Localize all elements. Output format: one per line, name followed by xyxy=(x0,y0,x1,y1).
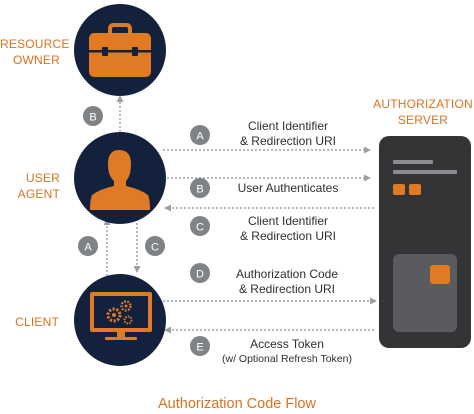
client-label: CLIENT xyxy=(15,315,59,329)
badge-a-vertical: A xyxy=(78,236,98,256)
badge-flow-c: C xyxy=(190,216,210,236)
badge-b-vertical: B xyxy=(83,106,103,126)
briefcase-icon xyxy=(89,23,151,77)
svg-text:A: A xyxy=(196,131,204,143)
server-slot-1 xyxy=(393,160,433,164)
flow-b-text: User Authenticates xyxy=(218,181,358,196)
server-light-2 xyxy=(409,184,421,195)
flow-d-line2: & Redirection URI xyxy=(238,282,336,296)
badge-c-vertical: C xyxy=(145,236,165,256)
user-agent-node xyxy=(74,132,166,224)
authorization-server-label: AUTHORIZATION SERVER xyxy=(370,96,474,128)
user-agent-label: USER AGENT xyxy=(0,170,60,202)
user-agent-label-line2: AGENT xyxy=(17,187,60,201)
resource-owner-node xyxy=(74,4,166,96)
svg-text:E: E xyxy=(196,342,203,354)
flow-c-text: Client Identifier & Redirection URI xyxy=(218,214,358,244)
svg-text:A: A xyxy=(84,242,92,254)
client-node xyxy=(74,274,166,366)
flow-e-line2: (w/ Optional Refresh Token) xyxy=(222,353,352,365)
svg-text:B: B xyxy=(196,184,203,196)
svg-text:C: C xyxy=(151,242,159,254)
server-light-1 xyxy=(393,184,405,195)
authorization-server-node xyxy=(379,136,471,348)
resource-owner-label-line2: OWNER xyxy=(13,53,60,67)
server-panel-light xyxy=(430,265,450,284)
authorization-server-label-line2: SERVER xyxy=(397,113,449,127)
person-icon xyxy=(90,150,150,210)
flow-a-text: Client Identifier & Redirection URI xyxy=(218,119,358,149)
svg-text:B: B xyxy=(89,112,96,124)
badge-flow-b: B xyxy=(190,178,210,198)
flow-d-line1: Authorization Code xyxy=(235,267,339,281)
flow-c-line1: Client Identifier xyxy=(247,214,329,228)
server-slot-2 xyxy=(393,170,457,174)
user-agent-label-line1: USER xyxy=(25,171,60,185)
flow-a-line1: Client Identifier xyxy=(247,119,329,133)
monitor-gears-icon xyxy=(90,292,152,340)
svg-text:D: D xyxy=(196,269,204,281)
resource-owner-label: RESOURCE OWNER xyxy=(0,36,70,68)
flow-b-line1: User Authenticates xyxy=(237,181,339,195)
flow-c-line2: & Redirection URI xyxy=(239,229,337,243)
resource-owner-label-line1: RESOURCE xyxy=(0,37,70,51)
badge-flow-e: E xyxy=(190,336,210,356)
svg-text:C: C xyxy=(196,222,204,234)
flow-e-text: Access Token (w/ Optional Refresh Token) xyxy=(212,337,362,367)
flow-d-text: Authorization Code & Redirection URI xyxy=(212,267,362,297)
badge-flow-a: A xyxy=(190,125,210,145)
flow-a-line2: & Redirection URI xyxy=(239,134,337,148)
diagram-caption: Authorization Code Flow xyxy=(158,396,316,412)
badge-flow-d: D xyxy=(190,263,210,283)
flow-e-line1: Access Token xyxy=(250,337,324,351)
authorization-server-label-line1: AUTHORIZATION xyxy=(373,97,473,111)
